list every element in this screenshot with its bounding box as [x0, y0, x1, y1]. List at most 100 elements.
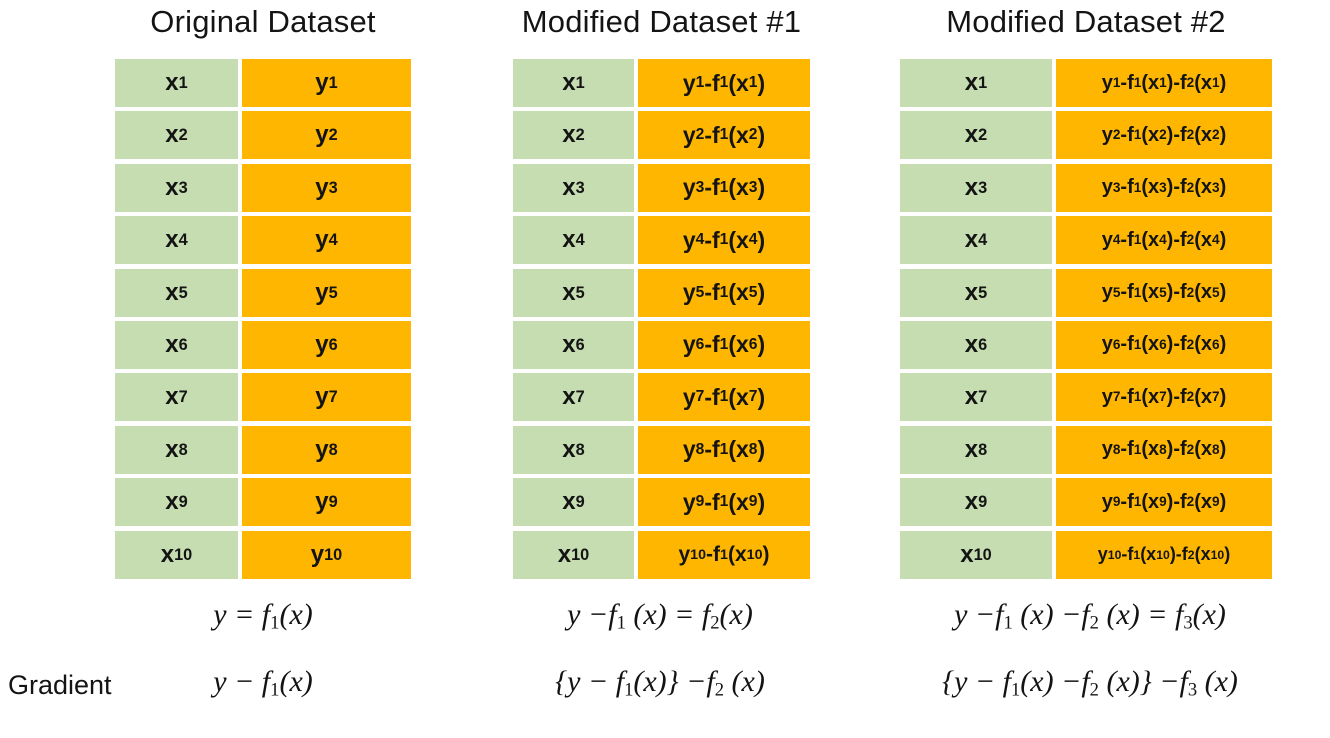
- gradient-label: Gradient: [8, 670, 112, 700]
- title-modified-dataset-1: Modified Dataset #1: [521, 4, 802, 39]
- equation-modified-dataset-1: y −f1 (x) = f2(x): [567, 598, 753, 634]
- dataset-titles-row: Original Dataset Modified Dataset #1 Mod…: [0, 4, 1330, 52]
- gradient-modified-dataset-1: {y − f1(x)} −f2 (x): [555, 665, 765, 701]
- title-modified-dataset-2: Modified Dataset #2: [946, 4, 1226, 39]
- gradient-modified-dataset-2: {y − f1(x) −f2 (x)} −f3 (x): [942, 665, 1238, 701]
- gradient-original-dataset: y − f1(x): [213, 665, 313, 701]
- title-original-dataset: Original Dataset: [150, 4, 376, 39]
- equation-modified-dataset-2: y −f1 (x) −f2 (x) = f3(x): [954, 598, 1226, 634]
- equation-original-dataset: y = f1(x): [213, 598, 313, 634]
